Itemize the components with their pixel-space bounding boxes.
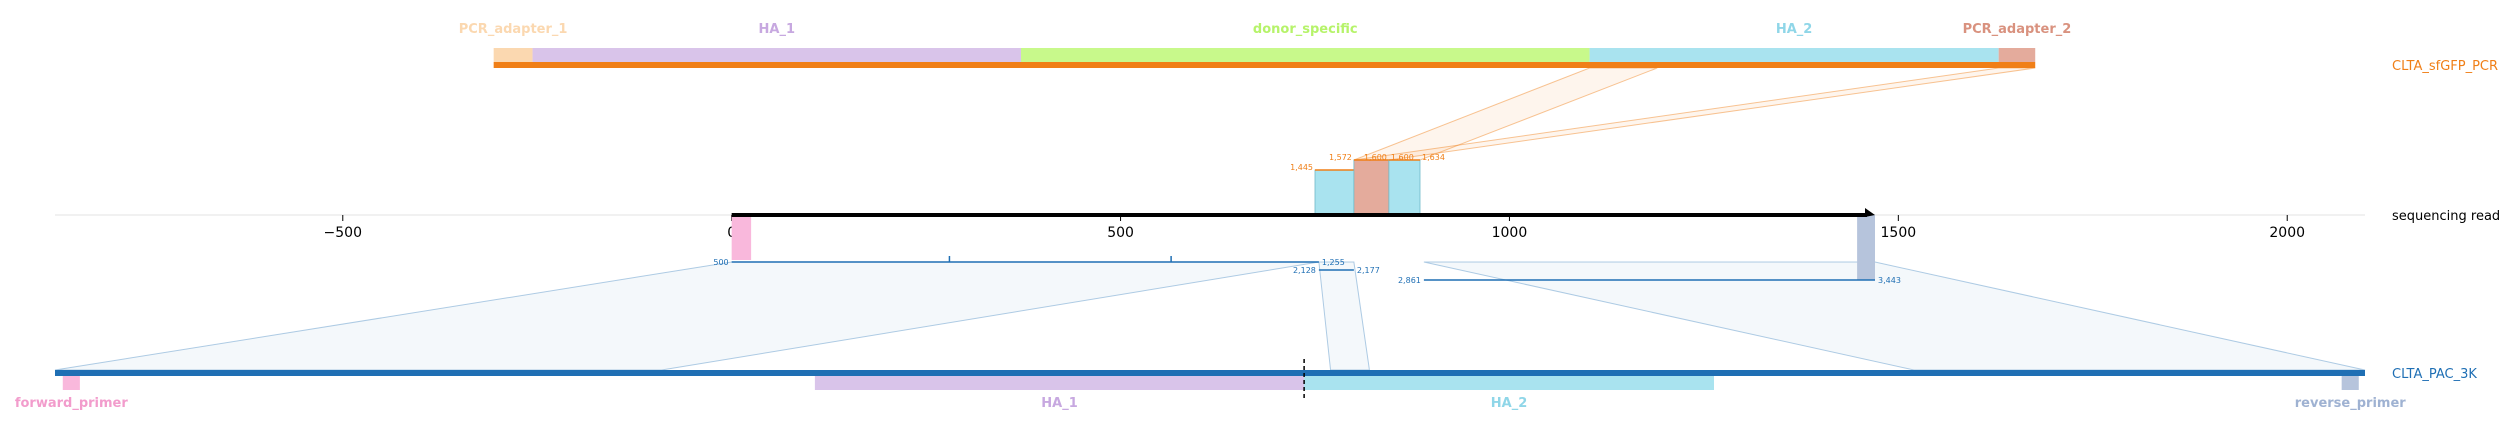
top-feature-label: donor_specific: [1253, 22, 1358, 37]
axis-tick-label: 500: [1107, 225, 1134, 241]
bottom-alignment-end-label: 1,255: [1322, 258, 1345, 267]
bottom-feature-label: forward_primer: [15, 396, 129, 411]
top-feature-donor-specific: [1021, 48, 1590, 62]
axis-tick-label: 1000: [1492, 225, 1528, 241]
top-feature-label: PCR_adapter_1: [459, 22, 568, 37]
top-alignment-block: [1314, 169, 1355, 216]
bottom-alignment-trapezoid: [1318, 261, 1371, 371]
bottom-alignment-start-label: 500: [713, 258, 728, 267]
top-feature-pcr-adapter-2: [1998, 48, 2036, 62]
top-alignment-start-label: 1,572: [1329, 153, 1352, 162]
axis-tick-label: 2000: [2269, 225, 2305, 241]
bottom-feature-label: reverse_primer: [2295, 396, 2407, 411]
bottom-feature-ha-1: [814, 376, 1305, 390]
top-alignment-start-label: 1,600: [1364, 153, 1387, 162]
top-alignment-start-label: 1,445: [1290, 163, 1313, 172]
read-marker: [1857, 215, 1875, 280]
sequencing-read-arrow: [1865, 208, 1875, 217]
top-track-bar: [493, 62, 2036, 68]
bottom-feature-reverse-primer: [2341, 376, 2359, 390]
top-feature-ha-1: [532, 48, 1021, 62]
top-feature-ha-2: [1589, 48, 1999, 62]
top-alignment-trapezoid: [1353, 67, 1658, 161]
bottom-feature-forward-primer: [62, 376, 80, 390]
top-alignment-block: [1353, 159, 1390, 216]
top-alignment-end-label: 1,600: [1391, 153, 1414, 162]
top-feature-label: HA_1: [759, 22, 796, 37]
axis-tick-label: 1500: [1881, 225, 1917, 241]
top-track-name: CLTA_sfGFP_PCR: [2392, 59, 2498, 74]
bottom-feature-ha-2: [1304, 376, 1714, 390]
bottom-alignment-start-label: 2,861: [1398, 276, 1421, 285]
sequencing-read-name: sequencing read: [2392, 209, 2500, 224]
bottom-track-bar: [55, 370, 2365, 376]
bottom-alignment-end-label: 3,443: [1878, 276, 1901, 285]
bottom-alignment-trapezoid: [54, 261, 1319, 371]
axis-tick-label: −500: [324, 225, 362, 241]
bottom-feature-label: HA_1: [1041, 396, 1078, 411]
top-feature-pcr-adapter-1: [493, 48, 533, 62]
top-feature-label: PCR_adapter_2: [1963, 22, 2072, 37]
read-marker: [731, 215, 752, 260]
top-feature-label: HA_2: [1776, 22, 1813, 37]
bottom-alignment-end-label: 2,177: [1357, 266, 1380, 275]
top-alignment-block: [1388, 159, 1421, 216]
bottom-alignment-start-label: 2,128: [1293, 266, 1316, 275]
top-alignment-end-label: 1,634: [1422, 153, 1445, 162]
bottom-track-name: CLTA_PAC_3K: [2392, 367, 2477, 382]
bottom-feature-label: HA_2: [1491, 396, 1528, 411]
